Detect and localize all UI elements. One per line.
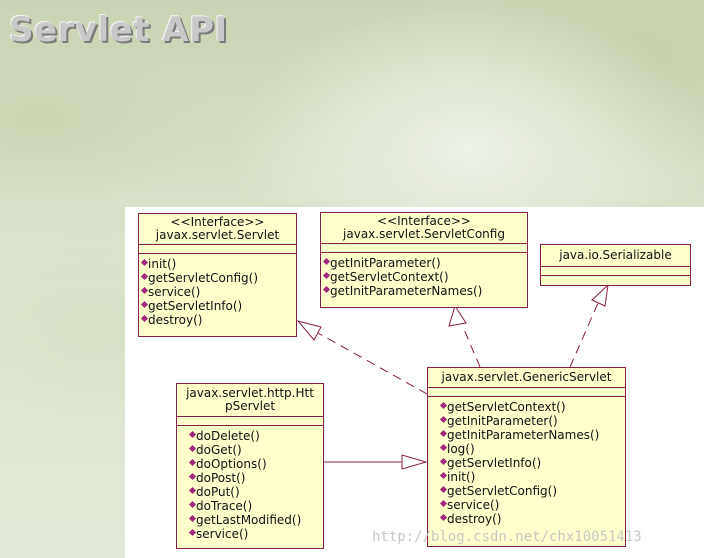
operation-item: service() bbox=[196, 527, 323, 541]
attribute-compartment bbox=[139, 245, 296, 254]
realization-line-serializable bbox=[569, 302, 599, 368]
class-header: javax.servlet.http.Htt pServlet bbox=[177, 384, 323, 417]
operation-item: doTrace() bbox=[196, 499, 323, 513]
class-name-line1: javax.servlet.http.Htt bbox=[186, 386, 314, 400]
class-header: javax.servlet.GenericServlet bbox=[428, 368, 625, 388]
class-box-servletconfig: <<Interface>> javax.servlet.ServletConfi… bbox=[320, 212, 528, 308]
class-box-genericservlet: javax.servlet.GenericServlet getServletC… bbox=[427, 367, 626, 547]
class-name: javax.servlet.Servlet bbox=[155, 228, 280, 242]
operation-item: init() bbox=[148, 257, 296, 271]
stereotype-label: <<Interface>> bbox=[377, 214, 471, 228]
realization-line-servlet bbox=[317, 332, 428, 395]
operation-item: getServletConfig() bbox=[447, 484, 625, 498]
operation-item: doPost() bbox=[196, 471, 323, 485]
class-box-httpservlet: javax.servlet.http.Htt pServlet doDelete… bbox=[176, 383, 324, 549]
operation-item: getServletContext() bbox=[447, 400, 625, 414]
operation-item: doPut() bbox=[196, 485, 323, 499]
watermark-text: http://blog.csdn.net/chx10051413 bbox=[372, 529, 642, 545]
class-header: <<Interface>> javax.servlet.Servlet bbox=[139, 214, 296, 245]
operation-item: getLastModified() bbox=[196, 513, 323, 527]
operation-item: log() bbox=[447, 442, 625, 456]
operation-item: getServletInfo() bbox=[148, 299, 296, 313]
class-box-servlet: <<Interface>> javax.servlet.Servlet init… bbox=[138, 213, 297, 337]
operation-list: init() getServletConfig() service() getS… bbox=[139, 254, 296, 329]
stereotype-label: <<Interface>> bbox=[170, 215, 265, 229]
attribute-compartment bbox=[428, 388, 625, 397]
operation-item: doDelete() bbox=[196, 429, 323, 443]
generalization-arrowhead-httpservlet bbox=[401, 454, 428, 470]
operation-list: doDelete() doGet() doOptions() doPost() … bbox=[177, 426, 323, 543]
class-box-serializable: java.io.Serializable bbox=[540, 244, 691, 286]
class-header: <<Interface>> javax.servlet.ServletConfi… bbox=[321, 213, 527, 244]
class-header: java.io.Serializable bbox=[541, 245, 690, 267]
operation-list: getServletContext() getInitParameter() g… bbox=[428, 397, 625, 528]
realization-arrowhead-serializable bbox=[591, 283, 609, 307]
class-name: java.io.Serializable bbox=[559, 248, 672, 262]
realization-line-servletconfig bbox=[462, 326, 481, 368]
operation-item: getInitParameterNames() bbox=[447, 428, 625, 442]
class-name: javax.servlet.ServletConfig bbox=[343, 227, 505, 241]
operation-item: service() bbox=[447, 498, 625, 512]
page-title: Servlet API bbox=[9, 10, 228, 50]
realization-arrowhead-servlet bbox=[296, 320, 322, 341]
operation-item: getServletContext() bbox=[330, 270, 527, 284]
operation-item: destroy() bbox=[148, 313, 296, 327]
attribute-compartment bbox=[541, 267, 690, 276]
attribute-compartment bbox=[321, 244, 527, 253]
operation-item: getServletConfig() bbox=[148, 271, 296, 285]
class-name-line2: pServlet bbox=[224, 399, 276, 413]
class-name: javax.servlet.GenericServlet bbox=[441, 370, 612, 384]
operation-item: getInitParameter() bbox=[330, 256, 527, 270]
operation-item: init() bbox=[447, 470, 625, 484]
operation-item: getInitParameterNames() bbox=[330, 284, 527, 298]
operation-item: service() bbox=[148, 285, 296, 299]
operation-item: doGet() bbox=[196, 443, 323, 457]
operation-item: getServletInfo() bbox=[447, 456, 625, 470]
operation-item: getInitParameter() bbox=[447, 414, 625, 428]
operation-item: destroy() bbox=[447, 512, 625, 526]
operation-item: doOptions() bbox=[196, 457, 323, 471]
realization-arrowhead-servletconfig bbox=[448, 304, 467, 327]
operation-list: getInitParameter() getServletContext() g… bbox=[321, 253, 527, 300]
attribute-compartment bbox=[177, 417, 323, 426]
